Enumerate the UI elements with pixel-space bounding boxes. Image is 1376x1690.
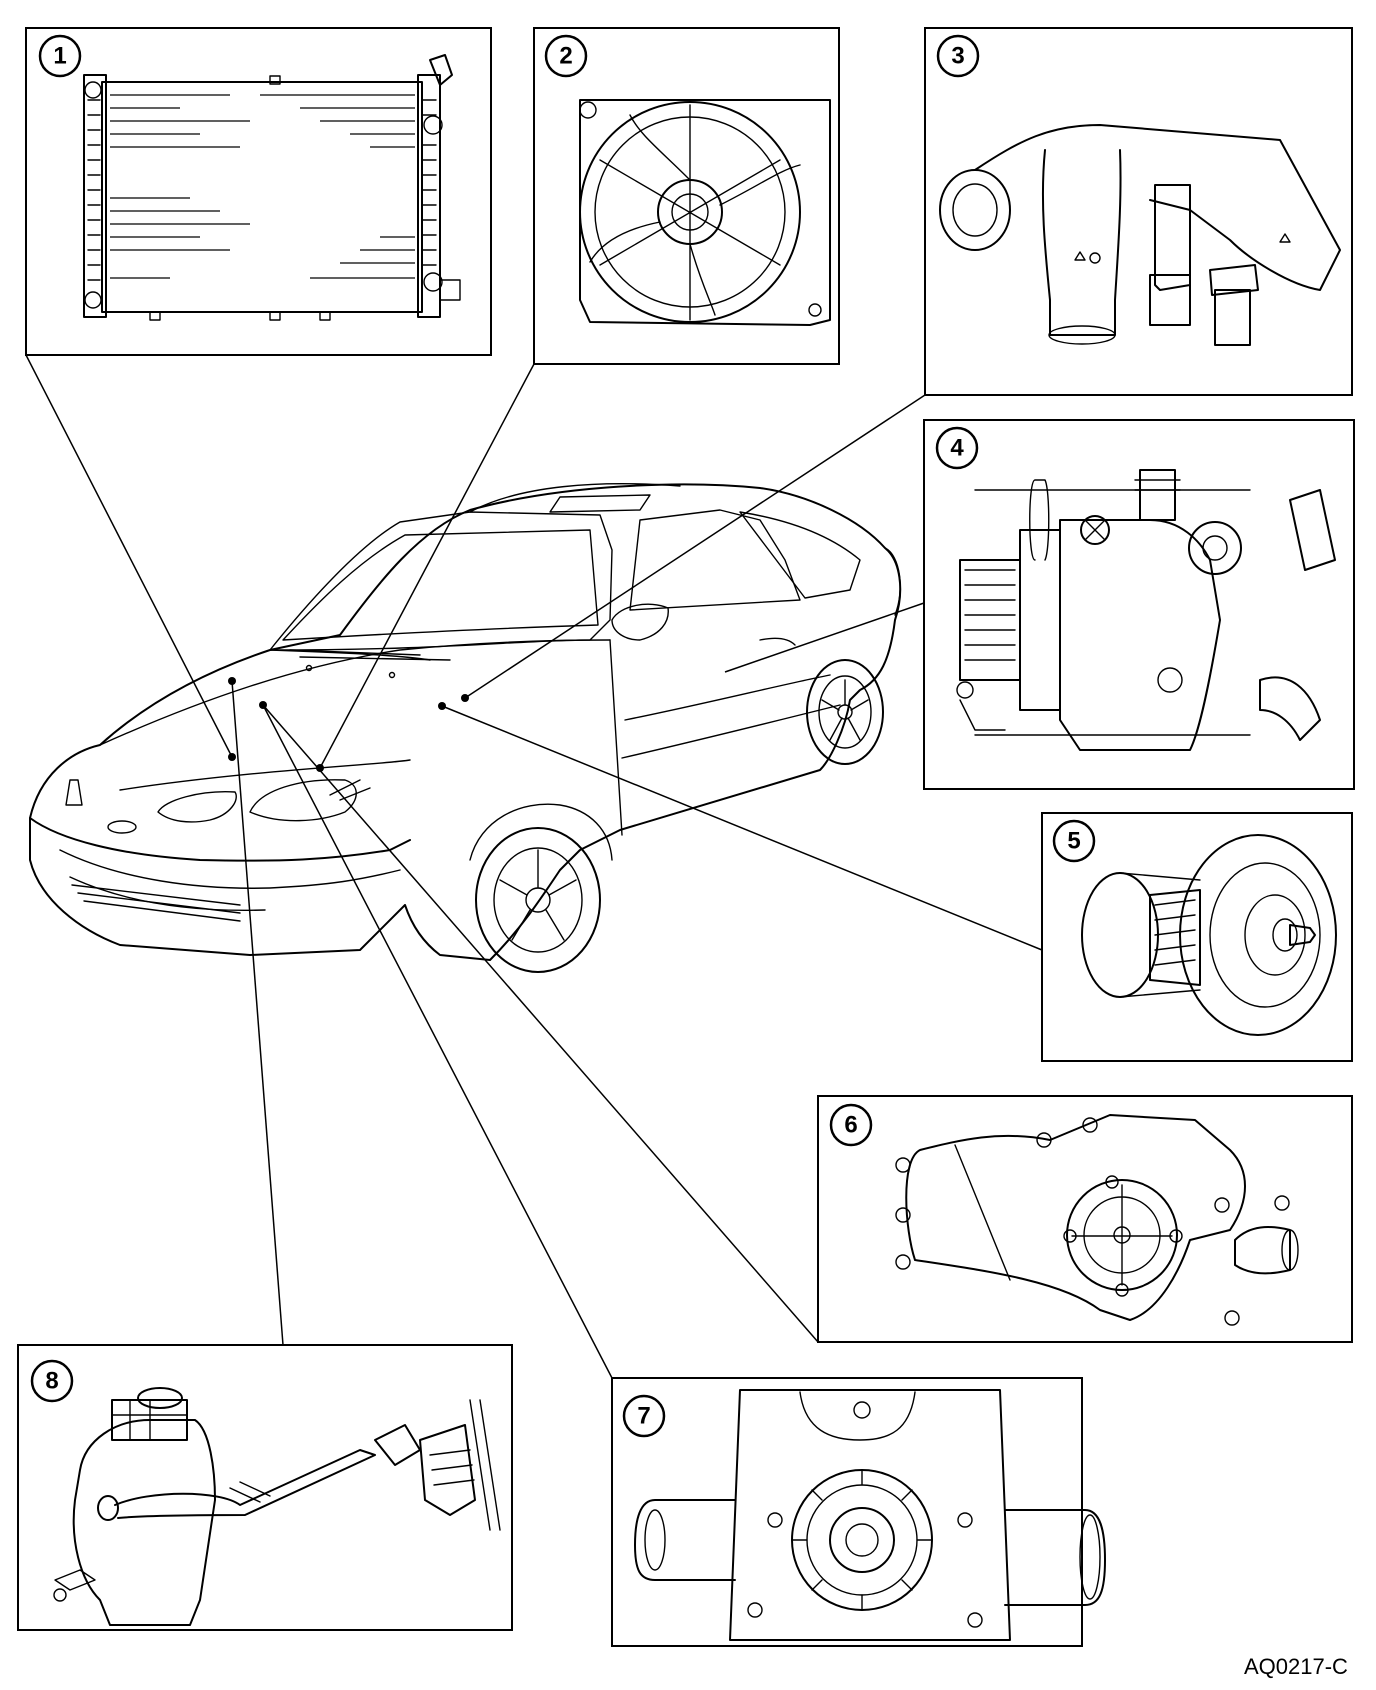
reference-code: AQ0217-C	[1244, 1654, 1348, 1679]
fan-illustration	[579, 99, 831, 326]
callout-3: 3	[936, 34, 980, 78]
point-housing	[461, 694, 469, 702]
point-radiator	[228, 753, 236, 761]
callout-badges: 1 2 3 4 5 6 7 8	[30, 34, 1096, 1438]
point-fan	[316, 764, 324, 772]
callout-7: 7	[622, 1394, 666, 1438]
housing-illustration	[939, 124, 1341, 346]
panel-2-cooling-fan	[533, 27, 840, 365]
point-thermostat	[438, 702, 446, 710]
callout-3-label: 3	[951, 43, 964, 70]
leader-water-pump-6	[262, 704, 819, 1343]
car-illustration	[29, 483, 902, 973]
panel-7-water-pump	[611, 1377, 1106, 1647]
callout-1-label: 1	[53, 43, 66, 70]
panel-8-coolant-reservoir	[17, 1344, 513, 1631]
radiator-illustration	[83, 54, 461, 321]
water-pump-rear-illustration	[634, 1389, 1106, 1641]
callout-2: 2	[544, 34, 588, 78]
panel-5-thermostat	[1041, 812, 1353, 1062]
callout-7-label: 7	[637, 1403, 650, 1430]
leader-radiator	[25, 354, 233, 758]
thermostat-illustration	[1081, 834, 1337, 1036]
callout-5-label: 5	[1067, 828, 1080, 855]
panel-3-thermostat-housing	[924, 27, 1353, 396]
reservoir-illustration	[53, 1387, 501, 1626]
callout-6: 6	[829, 1103, 873, 1147]
panel-6-water-pump	[817, 1095, 1353, 1343]
callout-5: 5	[1052, 819, 1096, 863]
water-pump-front-illustration	[895, 1114, 1299, 1326]
leader-fan	[319, 363, 535, 769]
leader-thermostat	[441, 705, 1043, 951]
panel-1-radiator	[25, 27, 492, 356]
callout-2-label: 2	[559, 43, 572, 70]
callout-6-label: 6	[844, 1112, 857, 1139]
leader-housing-3	[464, 394, 926, 699]
housing-installed-illustration	[956, 469, 1336, 751]
leader-reservoir	[231, 680, 284, 1346]
panel-4-housing-installed	[923, 419, 1355, 790]
callout-4: 4	[935, 426, 979, 470]
leader-lines	[25, 354, 1043, 1379]
leader-housing-4	[724, 602, 925, 673]
leader-endpoints	[228, 677, 469, 772]
point-reservoir	[228, 677, 236, 685]
callout-8-label: 8	[45, 1368, 58, 1395]
leader-water-pump-7	[262, 704, 613, 1379]
callout-4-label: 4	[950, 435, 964, 462]
callout-1: 1	[38, 34, 82, 78]
callout-8: 8	[30, 1359, 74, 1403]
point-water-pump	[259, 701, 267, 709]
